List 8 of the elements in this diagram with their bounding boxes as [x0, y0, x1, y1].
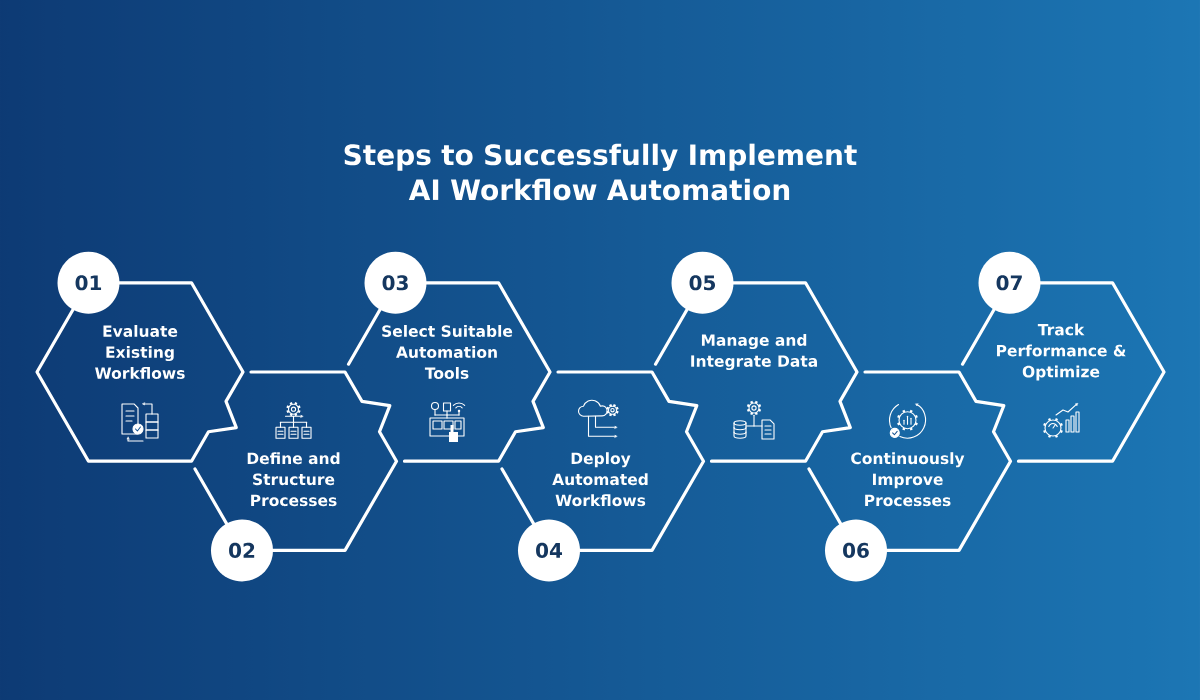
number-badge: 06: [825, 519, 887, 582]
number-badge: 02: [211, 519, 273, 582]
number-badge: 01: [57, 251, 120, 314]
number-badge: 05: [671, 251, 734, 314]
number-badge: 07: [978, 251, 1041, 314]
title: Steps to Successfully Implement AI Workflow Automation: [344, 143, 857, 201]
number-badge: 03: [364, 251, 427, 314]
number-badge: 04: [518, 519, 580, 582]
